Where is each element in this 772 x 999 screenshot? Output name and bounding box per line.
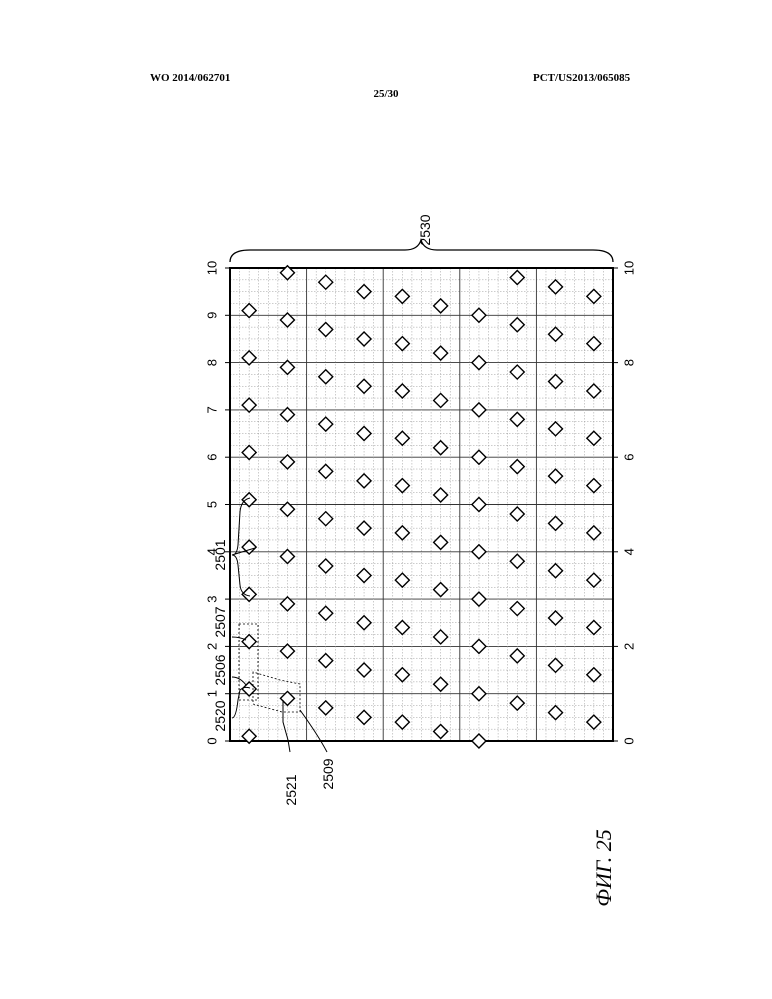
x-tick-label: 5 (204, 501, 219, 508)
diamond-marker (357, 427, 371, 441)
diamond-marker (319, 701, 333, 715)
diamond-marker (587, 573, 601, 587)
x-tick-label: 10 (204, 261, 219, 275)
diamond-marker (357, 616, 371, 630)
diamond-marker (434, 393, 448, 407)
x-tick-label: 7 (204, 406, 219, 413)
diamond-marker (319, 606, 333, 620)
diamond-marker (357, 568, 371, 582)
x-tick-label: 3 (204, 595, 219, 602)
figure-caption-text: ФИГ. 25 (591, 829, 617, 906)
diamond-marker (357, 332, 371, 346)
x-tick-label: 8 (204, 359, 219, 366)
diamond-marker (319, 370, 333, 384)
x-tick-label: 1 (204, 690, 219, 697)
diamond-marker (357, 285, 371, 299)
leader-2509 (300, 710, 327, 752)
diamond-marker (319, 464, 333, 478)
diamond-marker (434, 535, 448, 549)
diamond-marker (434, 677, 448, 691)
diamond-marker (472, 498, 486, 512)
diamond-marker (472, 450, 486, 464)
diamond-marker (510, 696, 524, 710)
leader-2521 (283, 700, 290, 752)
diamond-marker (510, 318, 524, 332)
diamond-marker (434, 441, 448, 455)
ref-2507: 2507 (212, 606, 228, 637)
leader-2507 (232, 637, 246, 640)
diamond-marker (510, 460, 524, 474)
region-2509 (253, 672, 300, 712)
diamond-marker (587, 384, 601, 398)
diamond-marker (510, 649, 524, 663)
diamond-marker (434, 346, 448, 360)
diamond-marker (434, 488, 448, 502)
x-tick-label: 2 (204, 643, 219, 650)
ref-2509: 2509 (320, 758, 336, 789)
x-tick-label: 9 (204, 312, 219, 319)
diamond-marker (472, 639, 486, 653)
y-tick-label: 6 (621, 454, 636, 461)
diamond-marker (587, 620, 601, 634)
diamond-marker (510, 554, 524, 568)
diamond-marker (434, 583, 448, 597)
y-tick-label: 4 (621, 548, 636, 555)
diamond-marker (510, 412, 524, 426)
diamond-marker (434, 630, 448, 644)
leader-lines (232, 498, 327, 752)
y-tick-label: 8 (621, 359, 636, 366)
y-axis-ticks: 0 2 4 6 8 10 (613, 261, 636, 745)
diamond-marker (472, 687, 486, 701)
diamond-marker (434, 299, 448, 313)
diamond-marker (357, 521, 371, 535)
diamond-marker (472, 545, 486, 559)
diamond-marker (357, 710, 371, 724)
diamond-marker (510, 602, 524, 616)
diamond-marker (510, 365, 524, 379)
diamond-marker (319, 512, 333, 526)
diamond-marker (472, 592, 486, 606)
ref-2501: 2501 (212, 539, 228, 570)
diamond-marker (434, 725, 448, 739)
diamond-marker (587, 337, 601, 351)
diamond-marker (510, 270, 524, 284)
diamond-marker (472, 403, 486, 417)
diamond-marker (472, 734, 486, 748)
y-tick-label: 10 (621, 261, 636, 275)
diamond-marker (587, 526, 601, 540)
x-tick-label: 6 (204, 454, 219, 461)
diamond-marker (472, 308, 486, 322)
ref-2520: 2520 (212, 700, 228, 731)
figure-caption: ФИГ. 25 (574, 828, 634, 908)
diamond-marker (510, 507, 524, 521)
diamond-marker (587, 479, 601, 493)
y-tick-label: 2 (621, 643, 636, 650)
diamond-marker (587, 289, 601, 303)
diamond-marker (319, 654, 333, 668)
ref-2530: 2530 (417, 214, 433, 245)
diamond-marker (319, 275, 333, 289)
diamond-marker (587, 431, 601, 445)
diamond-marker (587, 715, 601, 729)
diamond-marker (357, 474, 371, 488)
diamond-marker (357, 379, 371, 393)
diamond-marker (472, 356, 486, 370)
diamond-marker (357, 663, 371, 677)
y-tick-label: 0 (621, 737, 636, 744)
ref-2521: 2521 (283, 774, 299, 805)
diamond-marker (587, 668, 601, 682)
diamond-marker (319, 322, 333, 336)
ref-2506: 2506 (212, 654, 228, 685)
diamond-marker (319, 559, 333, 573)
diamond-marker (319, 417, 333, 431)
x-tick-label: 0 (204, 737, 219, 744)
